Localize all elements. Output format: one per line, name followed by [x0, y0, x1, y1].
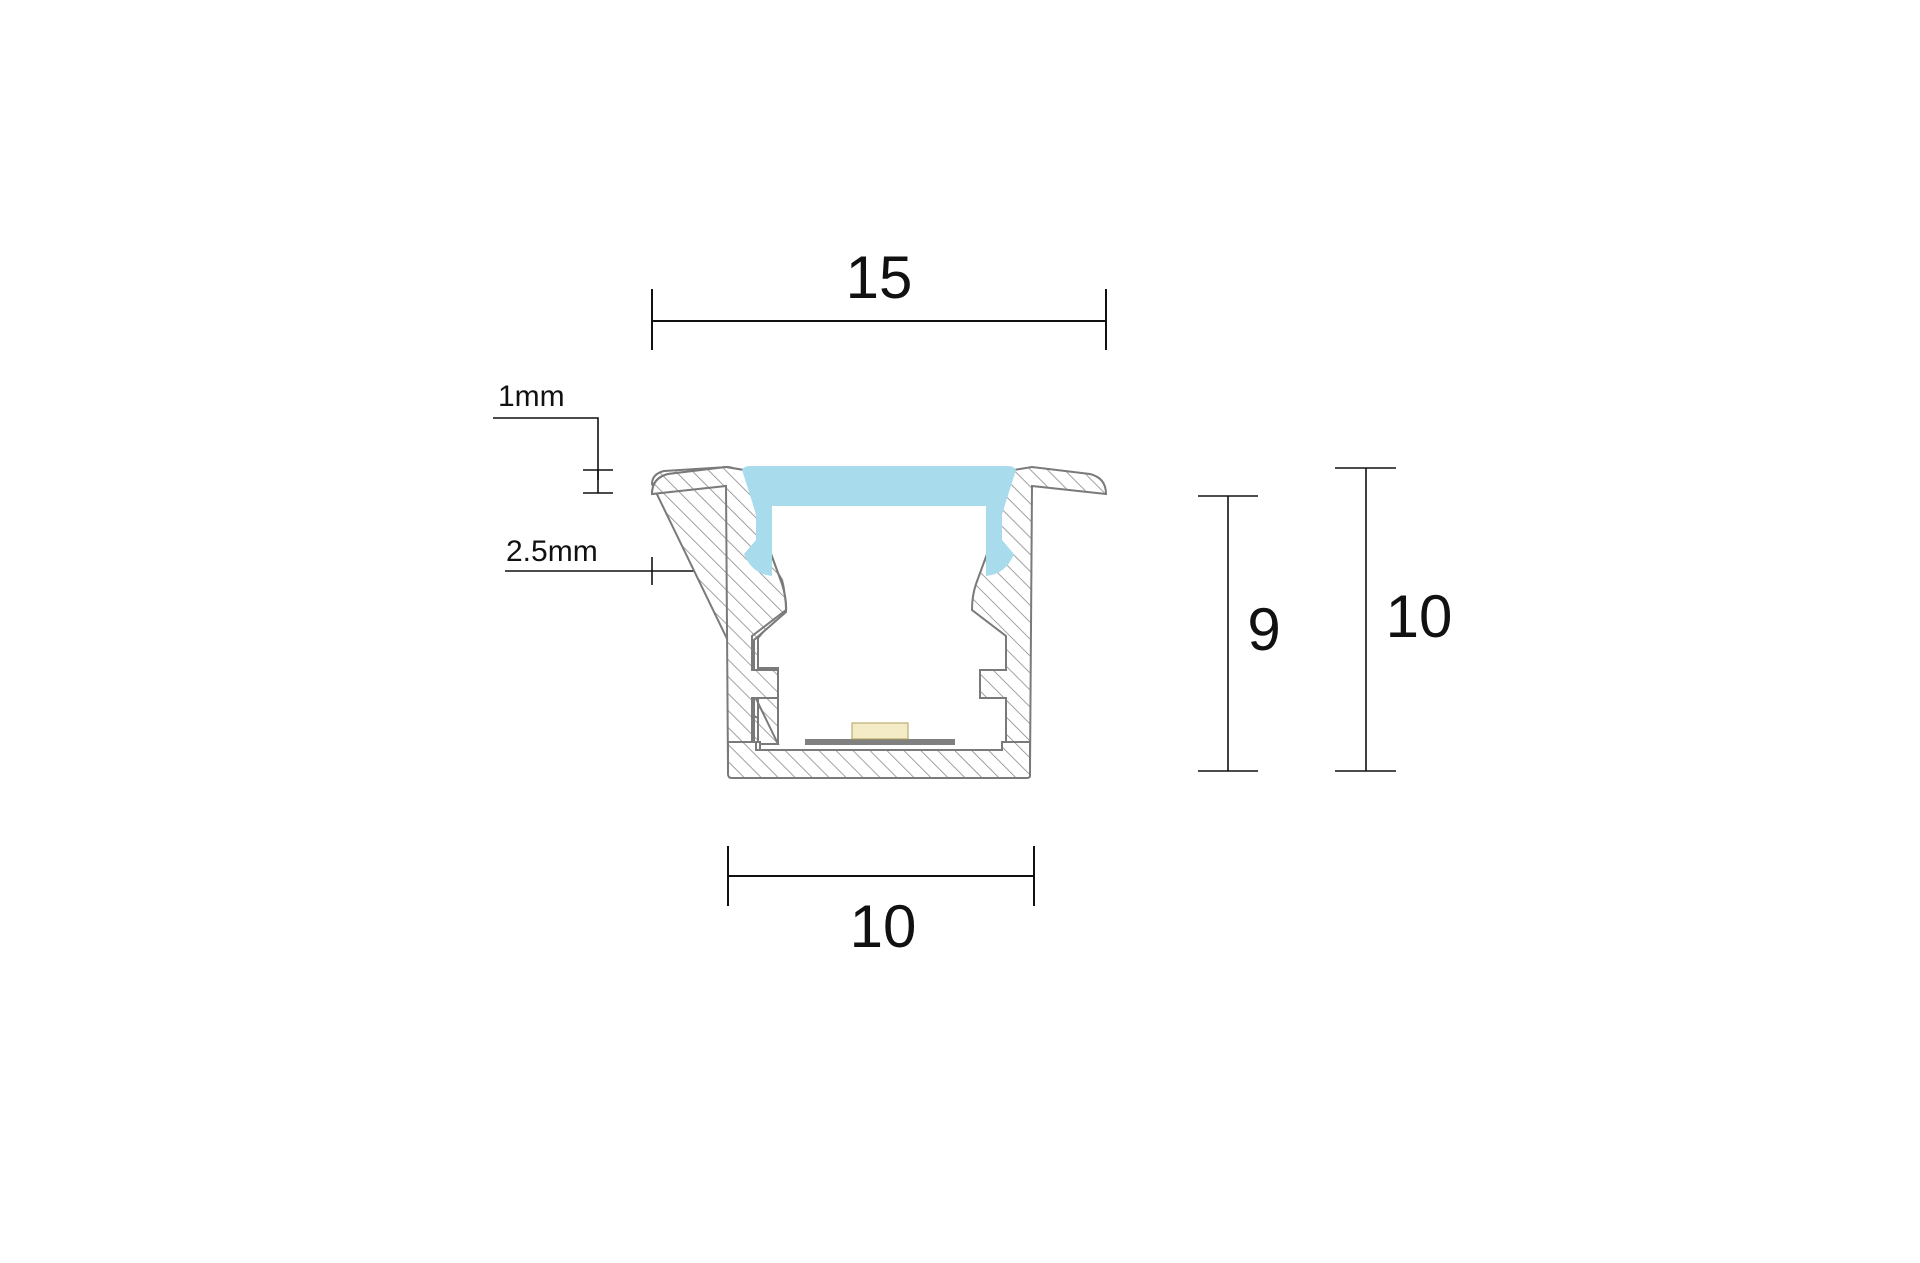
bottom-width-dimension: 10: [727, 846, 1035, 960]
outer-height-dimension: 10: [1335, 467, 1453, 772]
top-width-dimension: 15: [651, 244, 1107, 350]
profile-right-column: [970, 465, 1108, 771]
outer-height-label: 10: [1386, 583, 1453, 650]
lip-thickness-label: 1mm: [498, 380, 565, 413]
inner-height-label: 9: [1247, 596, 1280, 663]
diffuser-cover: [742, 466, 1016, 576]
inner-height-dimension: 9: [1198, 495, 1281, 772]
led-strip: [805, 739, 955, 745]
led-chip: [851, 722, 909, 740]
lip-thickness-callout: 1mm: [493, 380, 613, 494]
bottom-width-label: 10: [850, 893, 917, 960]
profile-base: [727, 741, 1031, 779]
wall-thickness-callout: 2.5mm: [505, 535, 728, 585]
top-width-label: 15: [846, 244, 913, 311]
wall-thickness-label: 2.5mm: [506, 535, 598, 568]
profile-left-column: [650, 465, 788, 771]
